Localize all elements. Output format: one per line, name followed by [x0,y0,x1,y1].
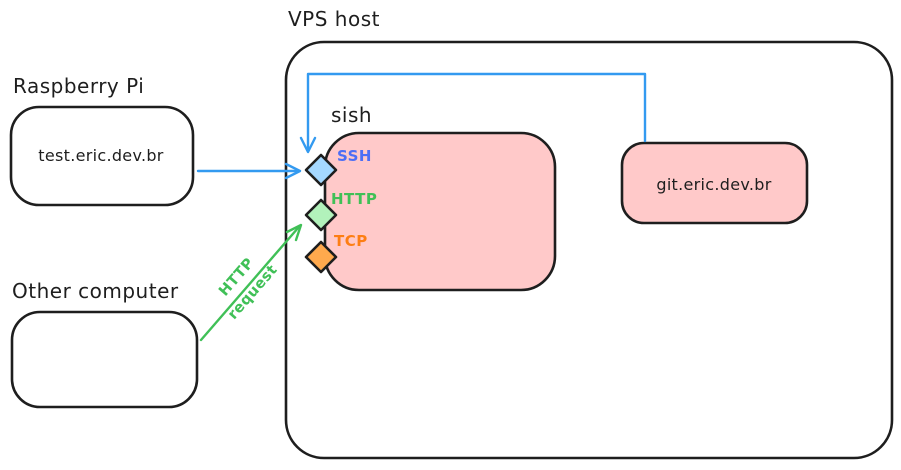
other-computer-box [10,310,199,409]
tcp-port-label: TCP [334,232,368,250]
raspberry-pi-label: Raspberry Pi [13,74,144,98]
http-port-label: HTTP [331,190,377,208]
ssh-port-diamond-icon [304,153,338,187]
other-computer-label: Other computer [12,279,179,303]
http-port-diamond-icon [304,198,338,232]
arrow-other-to-http [199,226,300,342]
vps-host-label: VPS host [288,7,380,31]
git-box [620,141,809,225]
git-box-text: git.eric.dev.br [656,175,771,194]
arrow-rpi-to-ssh-head-icon [284,162,302,180]
tcp-port-diamond-icon [304,240,338,274]
arrow-other-to-http-head-icon [285,223,303,242]
arrow-git-to-ssh-head-icon [299,136,317,154]
arrow-git-to-ssh [306,72,647,151]
sish-label: sish [331,103,372,127]
ssh-port-label: SSH [337,147,372,165]
raspberry-pi-box [9,105,195,207]
raspberry-pi-box-text: test.eric.dev.br [38,146,164,165]
